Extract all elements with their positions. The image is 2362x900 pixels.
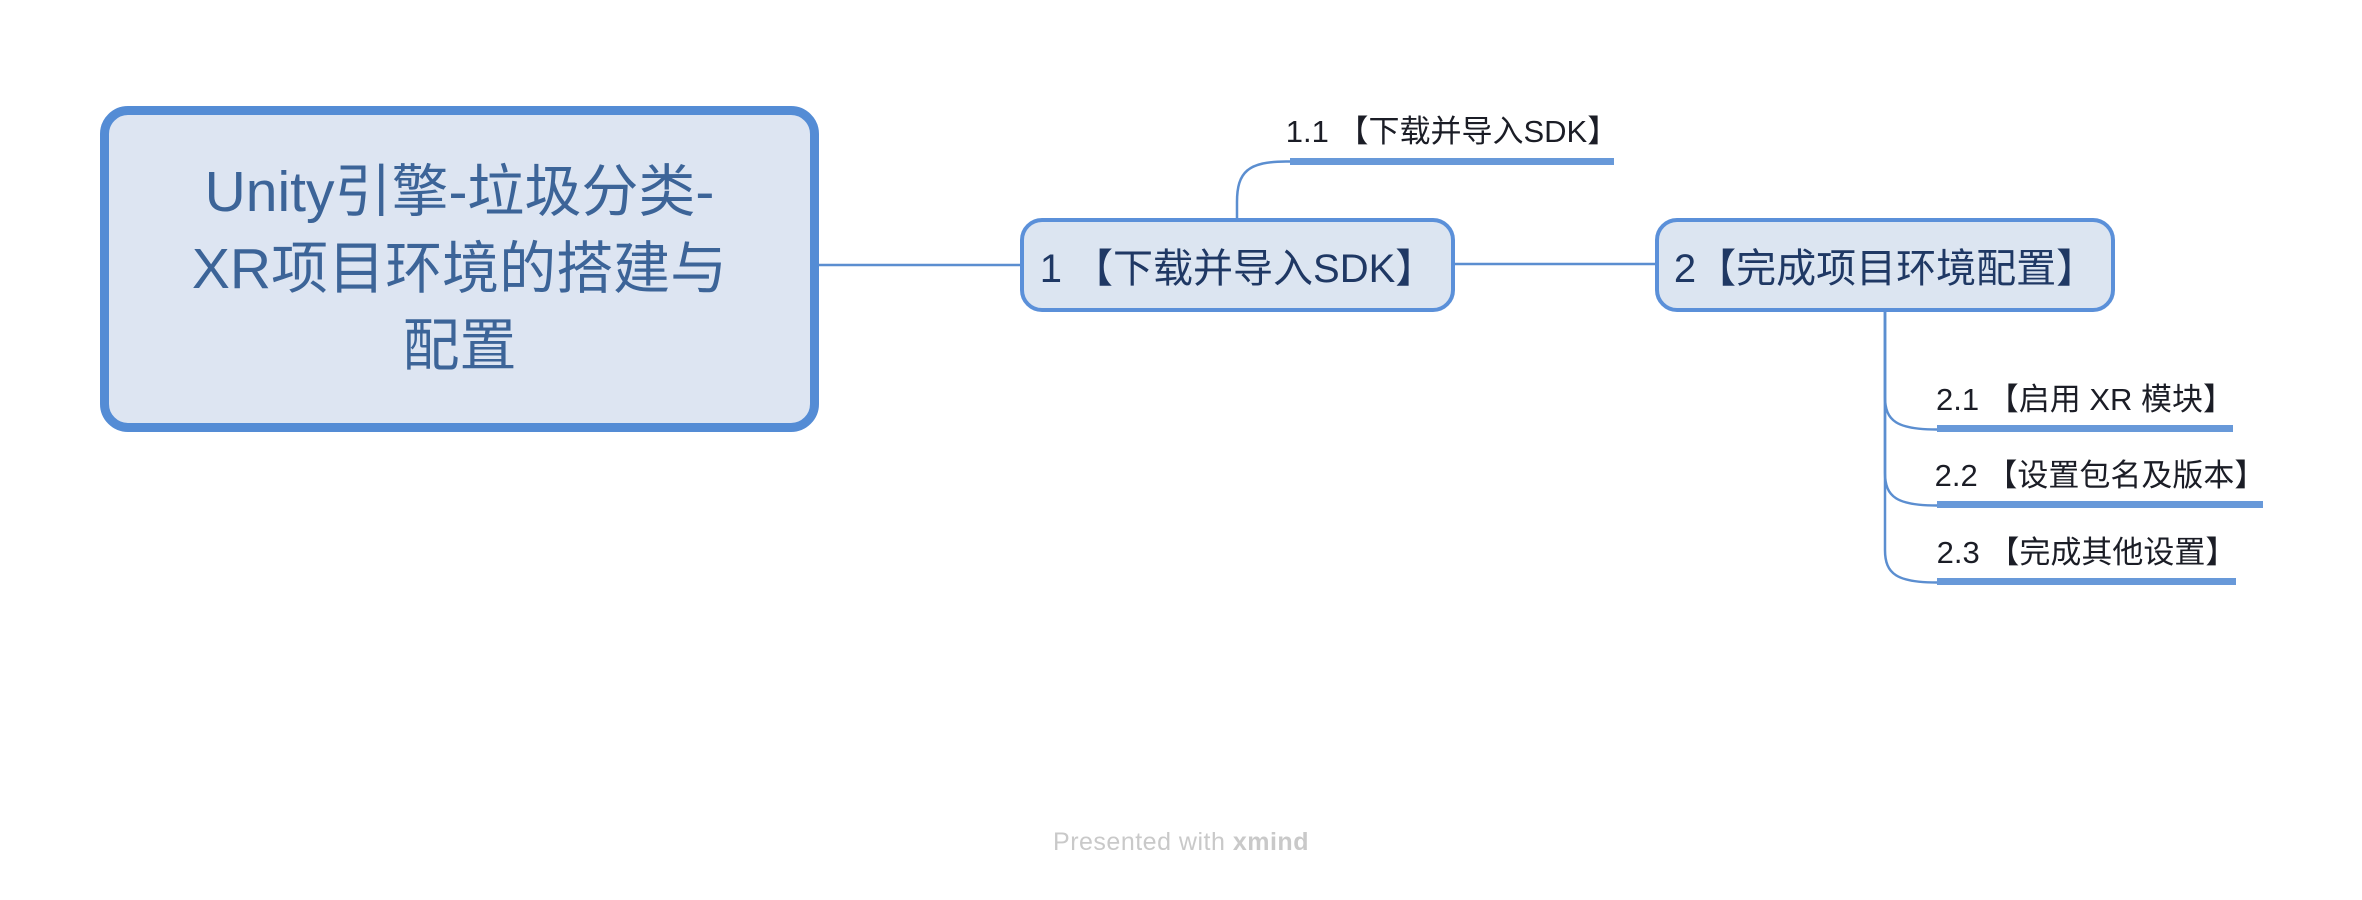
connector-topic2-to-sub22 (1883, 310, 1938, 507)
connector-topic2-to-sub21 (1883, 310, 1938, 431)
subtopic-node-1-1-label: 1.1 【下载并导入SDK】 (1285, 113, 1619, 149)
subtopic-node-2-2[interactable]: 2.2 【设置包名及版本】 (1934, 450, 2266, 508)
topic-node-2[interactable]: 2【完成项目环境配置】 (1655, 218, 2115, 312)
root-topic-title-line: XR项目环境的搭建与 (191, 236, 728, 301)
root-topic-title-line: Unity引擎-垃圾分类- (204, 159, 715, 224)
xmind-brand-label: xmind (1232, 828, 1309, 856)
subtopic-node-2-1-label: 2.1 【启用 XR 模块】 (1936, 382, 2234, 417)
subtopic-node-1-1[interactable]: 1.1 【下载并导入SDK】 (1286, 104, 1618, 165)
root-topic-title-line: 配置 (402, 313, 517, 378)
subtopic-node-2-2-label: 2.2 【设置包名及版本】 (1934, 458, 2266, 493)
subtopic-node-2-3[interactable]: 2.3 【完成其他设置】 (1937, 527, 2236, 585)
watermark-prefix: Presented with (1053, 828, 1233, 856)
connector-topic1-to-sub11 (1235, 160, 1290, 218)
topic-node-2-label: 2【完成项目环境配置】 (1673, 247, 2097, 291)
topic-node-1-label: 1 【下载并导入SDK】 (1039, 247, 1436, 291)
topic-node-1[interactable]: 1 【下载并导入SDK】 (1020, 218, 1455, 312)
root-topic-node[interactable]: Unity引擎-垃圾分类- XR项目环境的搭建与 配置 (100, 106, 819, 432)
subtopic-node-2-3-label: 2.3 【完成其他设置】 (1936, 535, 2237, 570)
subtopic-node-2-1[interactable]: 2.1 【启用 XR 模块】 (1936, 374, 2234, 432)
xmind-watermark: Presented with xmind (0, 828, 2362, 857)
connector-topic2-to-sub23 (1883, 310, 1938, 584)
